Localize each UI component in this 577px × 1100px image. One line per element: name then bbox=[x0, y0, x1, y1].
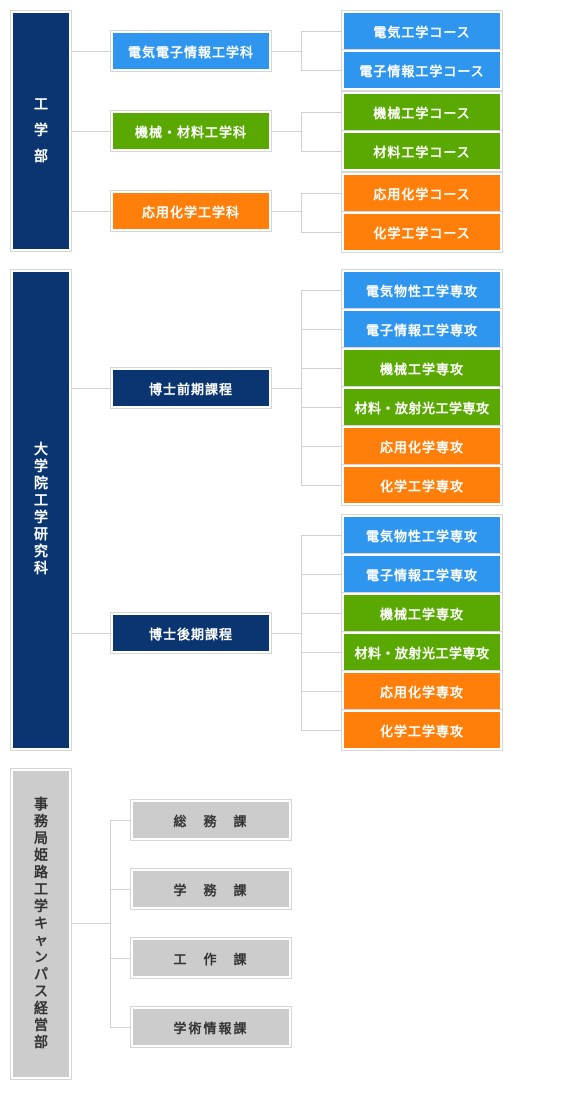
major-item[interactable]: 化学工学専攻 bbox=[341, 464, 503, 506]
vertical-title-char: 工 bbox=[34, 881, 48, 898]
major-item[interactable]: 電気物性工学専攻 bbox=[341, 514, 503, 556]
course-item[interactable]: 機械工学コース bbox=[341, 91, 503, 133]
vertical-title-char: 部 bbox=[34, 1034, 48, 1051]
vertical-title-char: 工 bbox=[34, 493, 48, 509]
office-section-student-affairs[interactable]: 学 務 課 bbox=[130, 868, 292, 910]
vertical-title-char: ス bbox=[34, 983, 48, 1000]
course-item[interactable]: 電子情報工学コース bbox=[341, 49, 503, 91]
major-item[interactable]: 材料・放射光工学専攻 bbox=[341, 631, 503, 673]
vertical-title-char: 学 bbox=[34, 510, 48, 526]
major-item[interactable]: 応用化学専攻 bbox=[341, 670, 503, 712]
program-doctor[interactable]: 博士後期課程 bbox=[110, 612, 272, 654]
vertical-title-char: 学 bbox=[34, 898, 48, 915]
course-item[interactable]: 電気工学コース bbox=[341, 10, 503, 52]
office-section-general-affairs[interactable]: 総 務 課 bbox=[130, 799, 292, 841]
vertical-title-char: 経 bbox=[34, 1000, 48, 1017]
vertical-title-char: ン bbox=[34, 949, 48, 966]
vertical-title-char: 大 bbox=[34, 442, 48, 458]
program-master[interactable]: 博士前期課程 bbox=[110, 367, 272, 409]
vertical-title-char: 路 bbox=[34, 864, 48, 881]
office-section-workshop[interactable]: 工 作 課 bbox=[130, 937, 292, 979]
graduate-school-box: 大学院工学研究科 bbox=[10, 269, 72, 751]
vertical-title-char: 学 bbox=[34, 123, 48, 139]
major-item[interactable]: 機械工学専攻 bbox=[341, 347, 503, 389]
vertical-title-char: キ bbox=[34, 915, 48, 932]
vertical-title-char: パ bbox=[34, 966, 48, 983]
major-item[interactable]: 材料・放射光工学専攻 bbox=[341, 386, 503, 428]
course-item[interactable]: 化学工学コース bbox=[341, 211, 503, 253]
department-electrical[interactable]: 電気電子情報工学科 bbox=[110, 30, 272, 72]
major-item[interactable]: 機械工学専攻 bbox=[341, 592, 503, 634]
vertical-title-char: 院 bbox=[34, 476, 48, 492]
vertical-title-char: 究 bbox=[34, 544, 48, 560]
major-item[interactable]: 応用化学専攻 bbox=[341, 425, 503, 467]
vertical-title-char: 研 bbox=[34, 527, 48, 543]
vertical-title-char: ャ bbox=[34, 932, 48, 949]
vertical-title-char: 科 bbox=[34, 561, 48, 577]
vertical-title-char: 部 bbox=[34, 149, 48, 165]
vertical-title-char: 姫 bbox=[34, 847, 48, 864]
major-item[interactable]: 電子情報工学専攻 bbox=[341, 553, 503, 595]
vertical-title-char: 務 bbox=[34, 813, 48, 830]
department-mechanical-materials[interactable]: 機械・材料工学科 bbox=[110, 110, 272, 152]
course-item[interactable]: 材料工学コース bbox=[341, 130, 503, 172]
office-section-academic-info[interactable]: 学術情報課 bbox=[130, 1006, 292, 1048]
vertical-title-char: 営 bbox=[34, 1017, 48, 1034]
course-item[interactable]: 応用化学コース bbox=[341, 172, 503, 214]
major-item[interactable]: 電気物性工学専攻 bbox=[341, 269, 503, 311]
vertical-title-char: 学 bbox=[34, 459, 48, 475]
office-box: 事務局姫路工学キャンパス経営部 bbox=[10, 768, 72, 1080]
major-item[interactable]: 電子情報工学専攻 bbox=[341, 308, 503, 350]
vertical-title-char: 局 bbox=[34, 830, 48, 847]
major-item[interactable]: 化学工学専攻 bbox=[341, 709, 503, 751]
vertical-title-char: 工 bbox=[34, 97, 48, 113]
department-applied-chemistry[interactable]: 応用化学工学科 bbox=[110, 190, 272, 232]
vertical-title-char: 事 bbox=[34, 796, 48, 813]
faculty-engineering-box: 工学部 bbox=[10, 10, 72, 252]
